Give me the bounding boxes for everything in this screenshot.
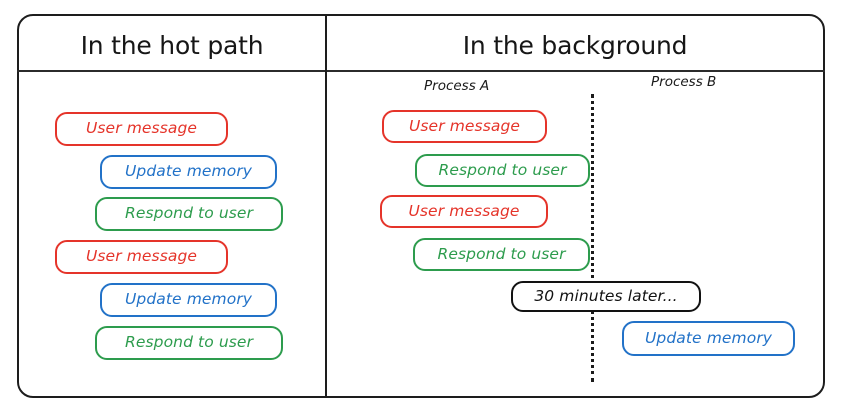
pill-background-update-memory: Update memory xyxy=(622,321,795,356)
pill-background-user-message: User message xyxy=(380,195,548,228)
process-separator-dotted-line xyxy=(591,94,594,382)
column-header-hot-path: In the hot path xyxy=(80,31,264,60)
pill-hot-path-respond-to-user: Respond to user xyxy=(95,197,283,231)
pill-background-30-minutes-later: 30 minutes later... xyxy=(511,281,701,312)
pill-hot-path-update-memory: Update memory xyxy=(100,155,277,189)
pill-background-respond-to-user: Respond to user xyxy=(415,154,590,187)
pill-hot-path-user-message: User message xyxy=(55,240,228,274)
pill-hot-path-respond-to-user: Respond to user xyxy=(95,326,283,360)
pill-hot-path-update-memory: Update memory xyxy=(100,283,277,317)
process-a-label: Process A xyxy=(424,78,490,94)
pill-background-respond-to-user: Respond to user xyxy=(413,238,590,271)
header-divider-rule xyxy=(17,70,825,72)
pill-hot-path-user-message: User message xyxy=(55,112,228,146)
process-b-label: Process B xyxy=(651,74,717,90)
column-divider xyxy=(325,14,327,398)
pill-background-user-message: User message xyxy=(382,110,547,143)
column-header-background: In the background xyxy=(462,31,688,60)
